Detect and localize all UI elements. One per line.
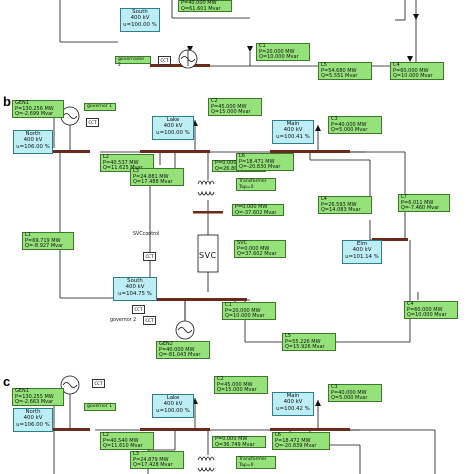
svc-flow-b: P=0.000 MW Q=-37.602 Mvar xyxy=(232,204,284,216)
cct3-block-b[interactable]: CCT xyxy=(143,316,156,325)
bus-north-b[interactable]: North 400 kV u=106.00 % xyxy=(13,130,53,154)
cct1-block-c[interactable]: CCT xyxy=(92,379,105,388)
load-c1-b: C1 P=20.000 MW Q=10.000 Mvar xyxy=(222,302,276,320)
load-c2-c: C2 P=45.000 MW Q=15.000 Mvar xyxy=(214,376,268,394)
line-l6-c: L6 P=18.472 MW Q=-20.839 Mvar xyxy=(272,432,330,450)
governor-2-a[interactable]: governador 2 xyxy=(115,56,151,68)
transformer-flow-c: P=0.000 MW Q=36.749 Mvar xyxy=(212,436,266,448)
bus-south-b[interactable]: South 400 kV u=104.75 % xyxy=(113,277,157,301)
svc-component-icon xyxy=(197,234,219,273)
bus-main-b[interactable]: Main 400 kV u=100.41 % xyxy=(272,120,314,144)
gen1-flow-b: GEN1 P=130.256 MW Q=-2.699 Mvar xyxy=(12,100,64,118)
line-l2-c: L2 P=40.540 MW Q=11.610 Mvar xyxy=(100,432,154,450)
bus-north-c[interactable]: North 400 kV u=106.00 % xyxy=(13,408,53,432)
bus-main-c[interactable]: Main 400 kV u=100.42 % xyxy=(272,392,314,416)
load-c4-b: C4 P=60.000 MW Q=10.000 Mvar xyxy=(404,301,458,319)
line-l5-a: L5 P=54.680 MW Q=5.551 Mvar xyxy=(318,62,372,80)
bus-lake-c[interactable]: Lake 400 kV u=100.00 % xyxy=(152,394,194,418)
svc-control-label[interactable]: SVCcontrol xyxy=(133,232,160,237)
line-l2-b: L2 P=40.537 MW Q=11.625 Mvar xyxy=(100,154,154,172)
line-l1-b: L1 P=69.719 MW Q=-8.927 Mvar xyxy=(22,232,74,250)
line-l5-b: L5 P=55.226 MW Q=15.926 Mvar xyxy=(282,333,336,351)
line-l6-b: L6 P=18.471 MW Q=-20.830 Mvar xyxy=(236,153,294,171)
gen1-flow-c: GEN1 P=130.255 MW Q=-2.663 Mvar xyxy=(12,388,64,406)
governor-1-c[interactable]: governor 1 xyxy=(84,403,116,411)
line-l3-c: L3 P=24.879 MW Q=17.428 Mvar xyxy=(130,451,184,469)
bus-south-a[interactable]: South 400 kV u=100.00 % xyxy=(120,8,160,32)
bus-elm-b[interactable]: Elm 400 kV u=101.14 % xyxy=(342,240,382,264)
generator-flow-a: P=40.000 MW Q=61.601 Mvar xyxy=(178,0,232,12)
panel-label-c: c xyxy=(3,374,11,389)
line-l3-b: L3 P=24.881 MW Q=17.488 Mvar xyxy=(130,168,184,186)
cct-svc-block-b[interactable]: CCT xyxy=(143,252,156,261)
governor-1-b[interactable]: governor 1 xyxy=(84,103,116,111)
load-c3-c: C3 P=40.000 MW Q=5.000 Mvar xyxy=(328,384,382,402)
load-c3-b: C3 P=40.000 MW Q=5.000 Mvar xyxy=(328,116,382,134)
line-l7-b: L7 P=6.011 MW Q=-7.460 Mvar xyxy=(398,194,450,212)
load-c4-a: C4 P=60.000 MW Q=10.000 Mvar xyxy=(390,62,444,80)
cct2-block-b[interactable]: CCT xyxy=(132,305,145,314)
governor-2-b[interactable]: governor 2 xyxy=(110,318,137,323)
transformer-b[interactable]: Transformer Tap=0 xyxy=(236,178,276,191)
svc-symbol-label: SVC xyxy=(199,251,217,260)
cct1-block-b[interactable]: CCT xyxy=(86,118,99,127)
panel-label-b: b xyxy=(3,94,11,109)
cct-block-a[interactable]: CCT xyxy=(158,56,171,65)
load-c1-a: C1 P=20.000 MW Q=10.000 Mvar xyxy=(256,43,310,61)
load-c2-b: C2 P=45.000 MW Q=15.000 Mvar xyxy=(208,98,262,116)
line-l4-b: L4 P=26.593 MW Q=14.083 Mvar xyxy=(318,196,372,214)
bus-lake-b[interactable]: Lake 400 kV u=100.00 % xyxy=(152,116,194,140)
transformer-c[interactable]: Transformer Tap=0 xyxy=(236,456,276,469)
gen2-flow-b: GEN2 P=40.000 MW Q=-81.043 Mvar xyxy=(156,341,210,359)
svc-b: SVC P=0.000 MW Q=37.602 Mvar xyxy=(234,240,286,258)
